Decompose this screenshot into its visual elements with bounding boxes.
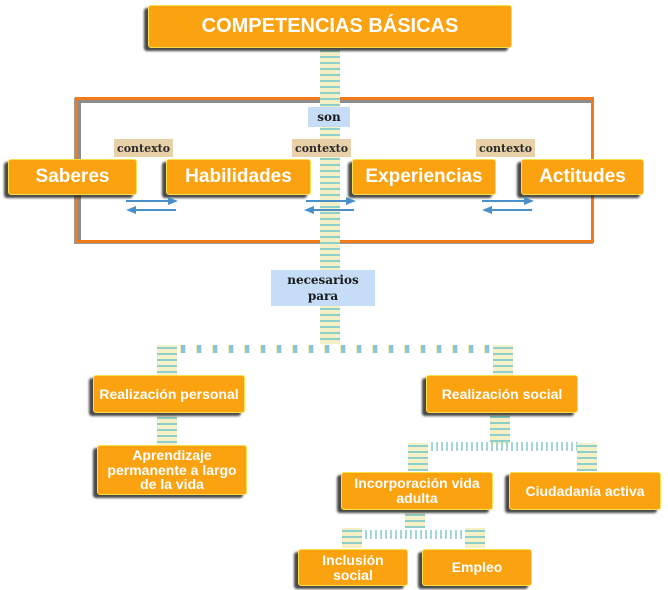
connector-necesarios-branch	[320, 306, 340, 344]
node-experiencias[interactable]: Experiencias	[352, 159, 496, 195]
link-label-son: son	[308, 107, 350, 127]
connector-branch-left	[157, 345, 177, 375]
context-label: contexto	[114, 139, 174, 157]
context-label: contexto	[292, 139, 352, 157]
link-label-necesarios-para: necesarios para	[271, 270, 375, 306]
connector-personal-child	[157, 415, 177, 445]
connector-title-son	[320, 48, 340, 108]
node-inclusion-social[interactable]: Inclusión social	[298, 549, 408, 586]
bidirectional-arrow-icon	[304, 197, 356, 214]
connector-social-horizontal	[431, 442, 581, 451]
connector-branch-right	[493, 345, 513, 375]
connector-incorporacion-left	[342, 528, 362, 548]
connector-incorporacion-right	[465, 528, 485, 548]
connector-social-right	[577, 443, 597, 471]
connector-incorporacion-horizontal	[365, 530, 465, 539]
node-habilidades[interactable]: Habilidades	[166, 159, 311, 195]
node-incorporacion-vida-adulta[interactable]: Incorporación vida adulta	[341, 472, 493, 510]
bidirectional-arrow-icon	[482, 197, 534, 214]
node-aprendizaje-permanente[interactable]: Aprendizaje permanente a largo de la vid…	[97, 445, 247, 495]
node-realizacion-personal[interactable]: Realización personal	[93, 375, 245, 413]
connector-social-left	[408, 443, 428, 471]
node-empleo[interactable]: Empleo	[422, 549, 532, 586]
node-actitudes[interactable]: Actitudes	[521, 159, 644, 195]
connector-social-branch	[490, 414, 510, 444]
title-node[interactable]: COMPETENCIAS BÁSICAS	[148, 5, 512, 48]
connector-son-necesarios	[320, 126, 340, 270]
bidirectional-arrow-icon	[126, 197, 178, 214]
connector-incorporacion-branch	[405, 512, 425, 528]
node-ciudadania-activa[interactable]: Ciudadanía activa	[509, 472, 661, 510]
connector-branch-horizontal	[180, 345, 495, 353]
node-saberes[interactable]: Saberes	[8, 159, 137, 195]
context-label: contexto	[476, 139, 536, 157]
node-realizacion-social[interactable]: Realización social	[426, 375, 578, 413]
